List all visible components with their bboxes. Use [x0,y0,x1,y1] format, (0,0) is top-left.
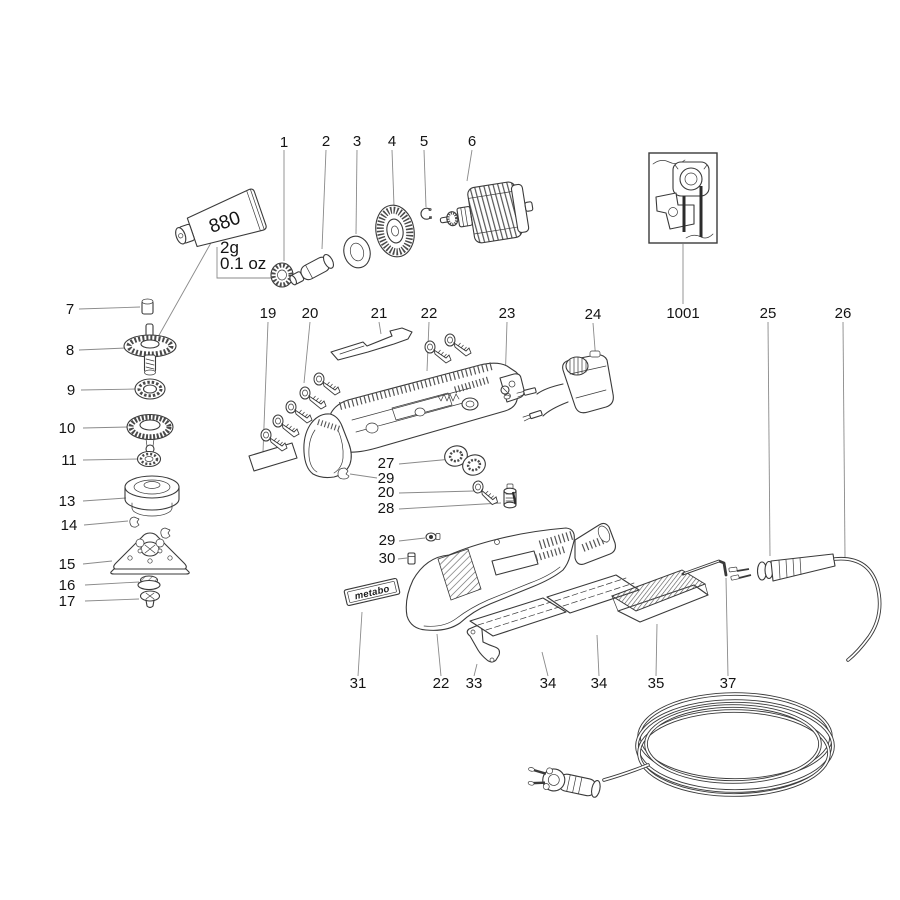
callout-26: 26 [835,305,852,322]
part-5-clip [420,207,433,220]
callout-22b: 22 [433,675,450,692]
callout-3: 3 [353,133,361,150]
part-8-spindle [123,323,177,376]
part-1001-service-kit [648,152,718,244]
part-34-sheet-a [469,597,567,637]
part-3-ring [343,235,371,269]
part-33-bracket [466,625,501,663]
callout-33: 33 [466,675,483,692]
callout-31: 31 [350,675,367,692]
part-14-clip [129,516,171,539]
mains-plug [527,767,601,798]
callout-29b: 29 [379,532,396,549]
part-26-cable [602,556,882,797]
part-21-cover-plate [330,327,413,361]
callout-35: 35 [648,675,665,692]
part-30-pin [407,552,416,565]
callout-20: 20 [302,305,319,322]
part-4-fan-disc [375,204,415,258]
callout-15: 15 [59,556,76,573]
grease-tube: 880 2g 0.1 oz [175,188,267,273]
part-17-screw [139,590,161,609]
part-29-clip-a [337,467,350,480]
part-31-brand-plate: metabo [343,577,401,607]
part-29-clip-b [425,532,441,542]
part-19-name-plate [248,442,298,472]
callout-19: 19 [260,305,277,322]
part-35-sheet-stack [610,569,709,623]
part-13-balancer [124,475,180,517]
callout-27: 27 [378,455,395,472]
part-2-sleeve [289,253,335,286]
callout-14: 14 [61,517,78,534]
callout-24: 24 [585,306,602,323]
part-37-hex-key [681,559,728,577]
part-11-bearing-small [136,450,162,468]
callout-17: 17 [59,593,76,610]
part-20-screw-b [470,480,501,506]
part-9-bearing [134,378,166,400]
callout-2: 2 [322,133,330,150]
callout-21: 21 [371,305,388,322]
callout-28: 28 [378,500,395,517]
part-6-motor-armature [439,181,534,244]
part-28-bushing [503,483,517,509]
part-22-motor-housing [405,522,616,631]
part-16-flange-nut [137,575,161,591]
leader-lines [78,149,846,677]
callout-8: 8 [66,342,74,359]
callout-5: 5 [420,133,428,150]
callout-1: 1 [280,134,288,151]
part-25-cord-sleeve [728,553,836,582]
callout-labels: 1 2 3 4 5 6 7 8 9 10 11 13 14 15 16 17 1… [59,133,852,692]
callout-30: 30 [379,550,396,567]
part-22-gear-housing [303,362,525,479]
part-7-pin [141,298,154,315]
callout-6: 6 [468,133,476,150]
callout-25: 25 [760,305,777,322]
callout-11: 11 [61,452,77,469]
callout-7: 7 [66,301,74,318]
callout-1001: 1001 [666,305,699,322]
callout-23: 23 [499,305,516,322]
callout-16: 16 [59,577,76,594]
callout-20b: 20 [378,484,395,501]
callout-29a: 29 [378,470,395,487]
callout-9: 9 [67,382,75,399]
part-10-gear [126,413,174,454]
tube-weight-imperial: 0.1 oz [220,254,266,273]
callout-34b: 34 [591,675,608,692]
part-15-sanding-pad [110,532,190,575]
callout-13: 13 [59,493,76,510]
callout-34a: 34 [540,675,557,692]
callout-37: 37 [720,675,737,692]
part-23-screw-small [500,385,511,400]
part-27-rings [444,445,486,476]
callout-10: 10 [59,420,76,437]
part-1-knurled-nut [270,262,294,288]
part-24-switch [516,350,614,422]
callout-4: 4 [388,133,396,150]
tube-weight-metric: 2g [220,238,239,257]
callout-22: 22 [421,305,438,322]
